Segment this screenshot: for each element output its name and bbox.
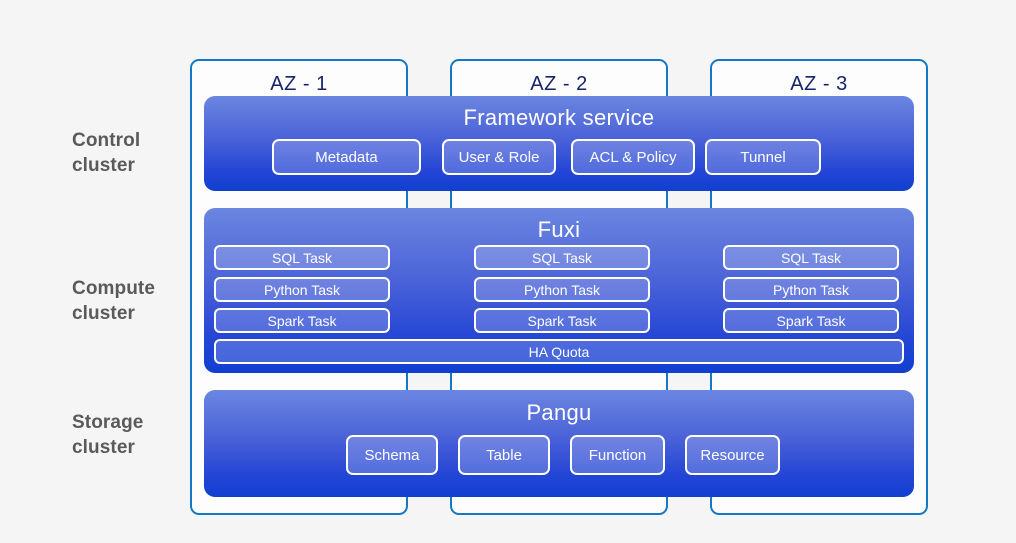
cluster-label-storage-line1: Storage <box>72 412 144 433</box>
band-compute-cluster: Fuxi SQL Task Python Task Spark Task SQL… <box>204 208 914 373</box>
task-chip-az1-sql[interactable]: SQL Task <box>214 245 390 270</box>
cluster-label-control-line2: cluster <box>72 155 136 177</box>
task-chip-az2-python[interactable]: Python Task <box>474 277 650 302</box>
pill-resource[interactable]: Resource <box>685 435 780 475</box>
task-chip-az3-python[interactable]: Python Task <box>723 277 899 302</box>
az-title-1: AZ - 1 <box>270 73 328 95</box>
task-chip-az2-sql[interactable]: SQL Task <box>474 245 650 270</box>
pill-schema[interactable]: Schema <box>346 435 438 475</box>
band-storage-cluster: Pangu Schema Table Function Resource <box>204 390 914 497</box>
ha-quota-bar[interactable]: HA Quota <box>214 339 904 364</box>
az-title-2: AZ - 2 <box>530 73 588 95</box>
pangu-pill-row: Schema Table Function Resource <box>204 435 914 475</box>
task-chip-az1-python[interactable]: Python Task <box>214 277 390 302</box>
task-chip-az3-spark[interactable]: Spark Task <box>723 308 899 333</box>
task-chip-az1-spark[interactable]: Spark Task <box>214 308 390 333</box>
band-title-pangu: Pangu <box>526 400 592 425</box>
pill-function[interactable]: Function <box>570 435 665 475</box>
band-control-cluster: Framework service Metadata User & Role A… <box>204 96 914 191</box>
cluster-label-control-line1: Control <box>72 130 141 151</box>
cluster-label-compute-line1: Compute <box>72 278 156 299</box>
pill-table[interactable]: Table <box>458 435 550 475</box>
band-title-framework-service: Framework service <box>463 105 655 130</box>
cluster-label-compute: Compute cluster <box>72 276 202 327</box>
cluster-label-storage: Storage cluster <box>72 410 202 461</box>
framework-service-pill-row: Metadata User & Role ACL & Policy Tunnel <box>204 139 914 175</box>
task-chip-az2-spark[interactable]: Spark Task <box>474 308 650 333</box>
cluster-label-control: Control cluster <box>72 128 202 179</box>
pill-acl-policy[interactable]: ACL & Policy <box>571 139 695 175</box>
pill-metadata[interactable]: Metadata <box>272 139 421 175</box>
pill-user-role[interactable]: User & Role <box>442 139 556 175</box>
cluster-label-storage-line2: cluster <box>72 437 136 459</box>
pill-tunnel[interactable]: Tunnel <box>705 139 821 175</box>
band-title-fuxi: Fuxi <box>537 217 581 242</box>
task-chip-az3-sql[interactable]: SQL Task <box>723 245 899 270</box>
cluster-label-compute-line2: cluster <box>72 303 136 325</box>
az-title-3: AZ - 3 <box>790 73 848 95</box>
